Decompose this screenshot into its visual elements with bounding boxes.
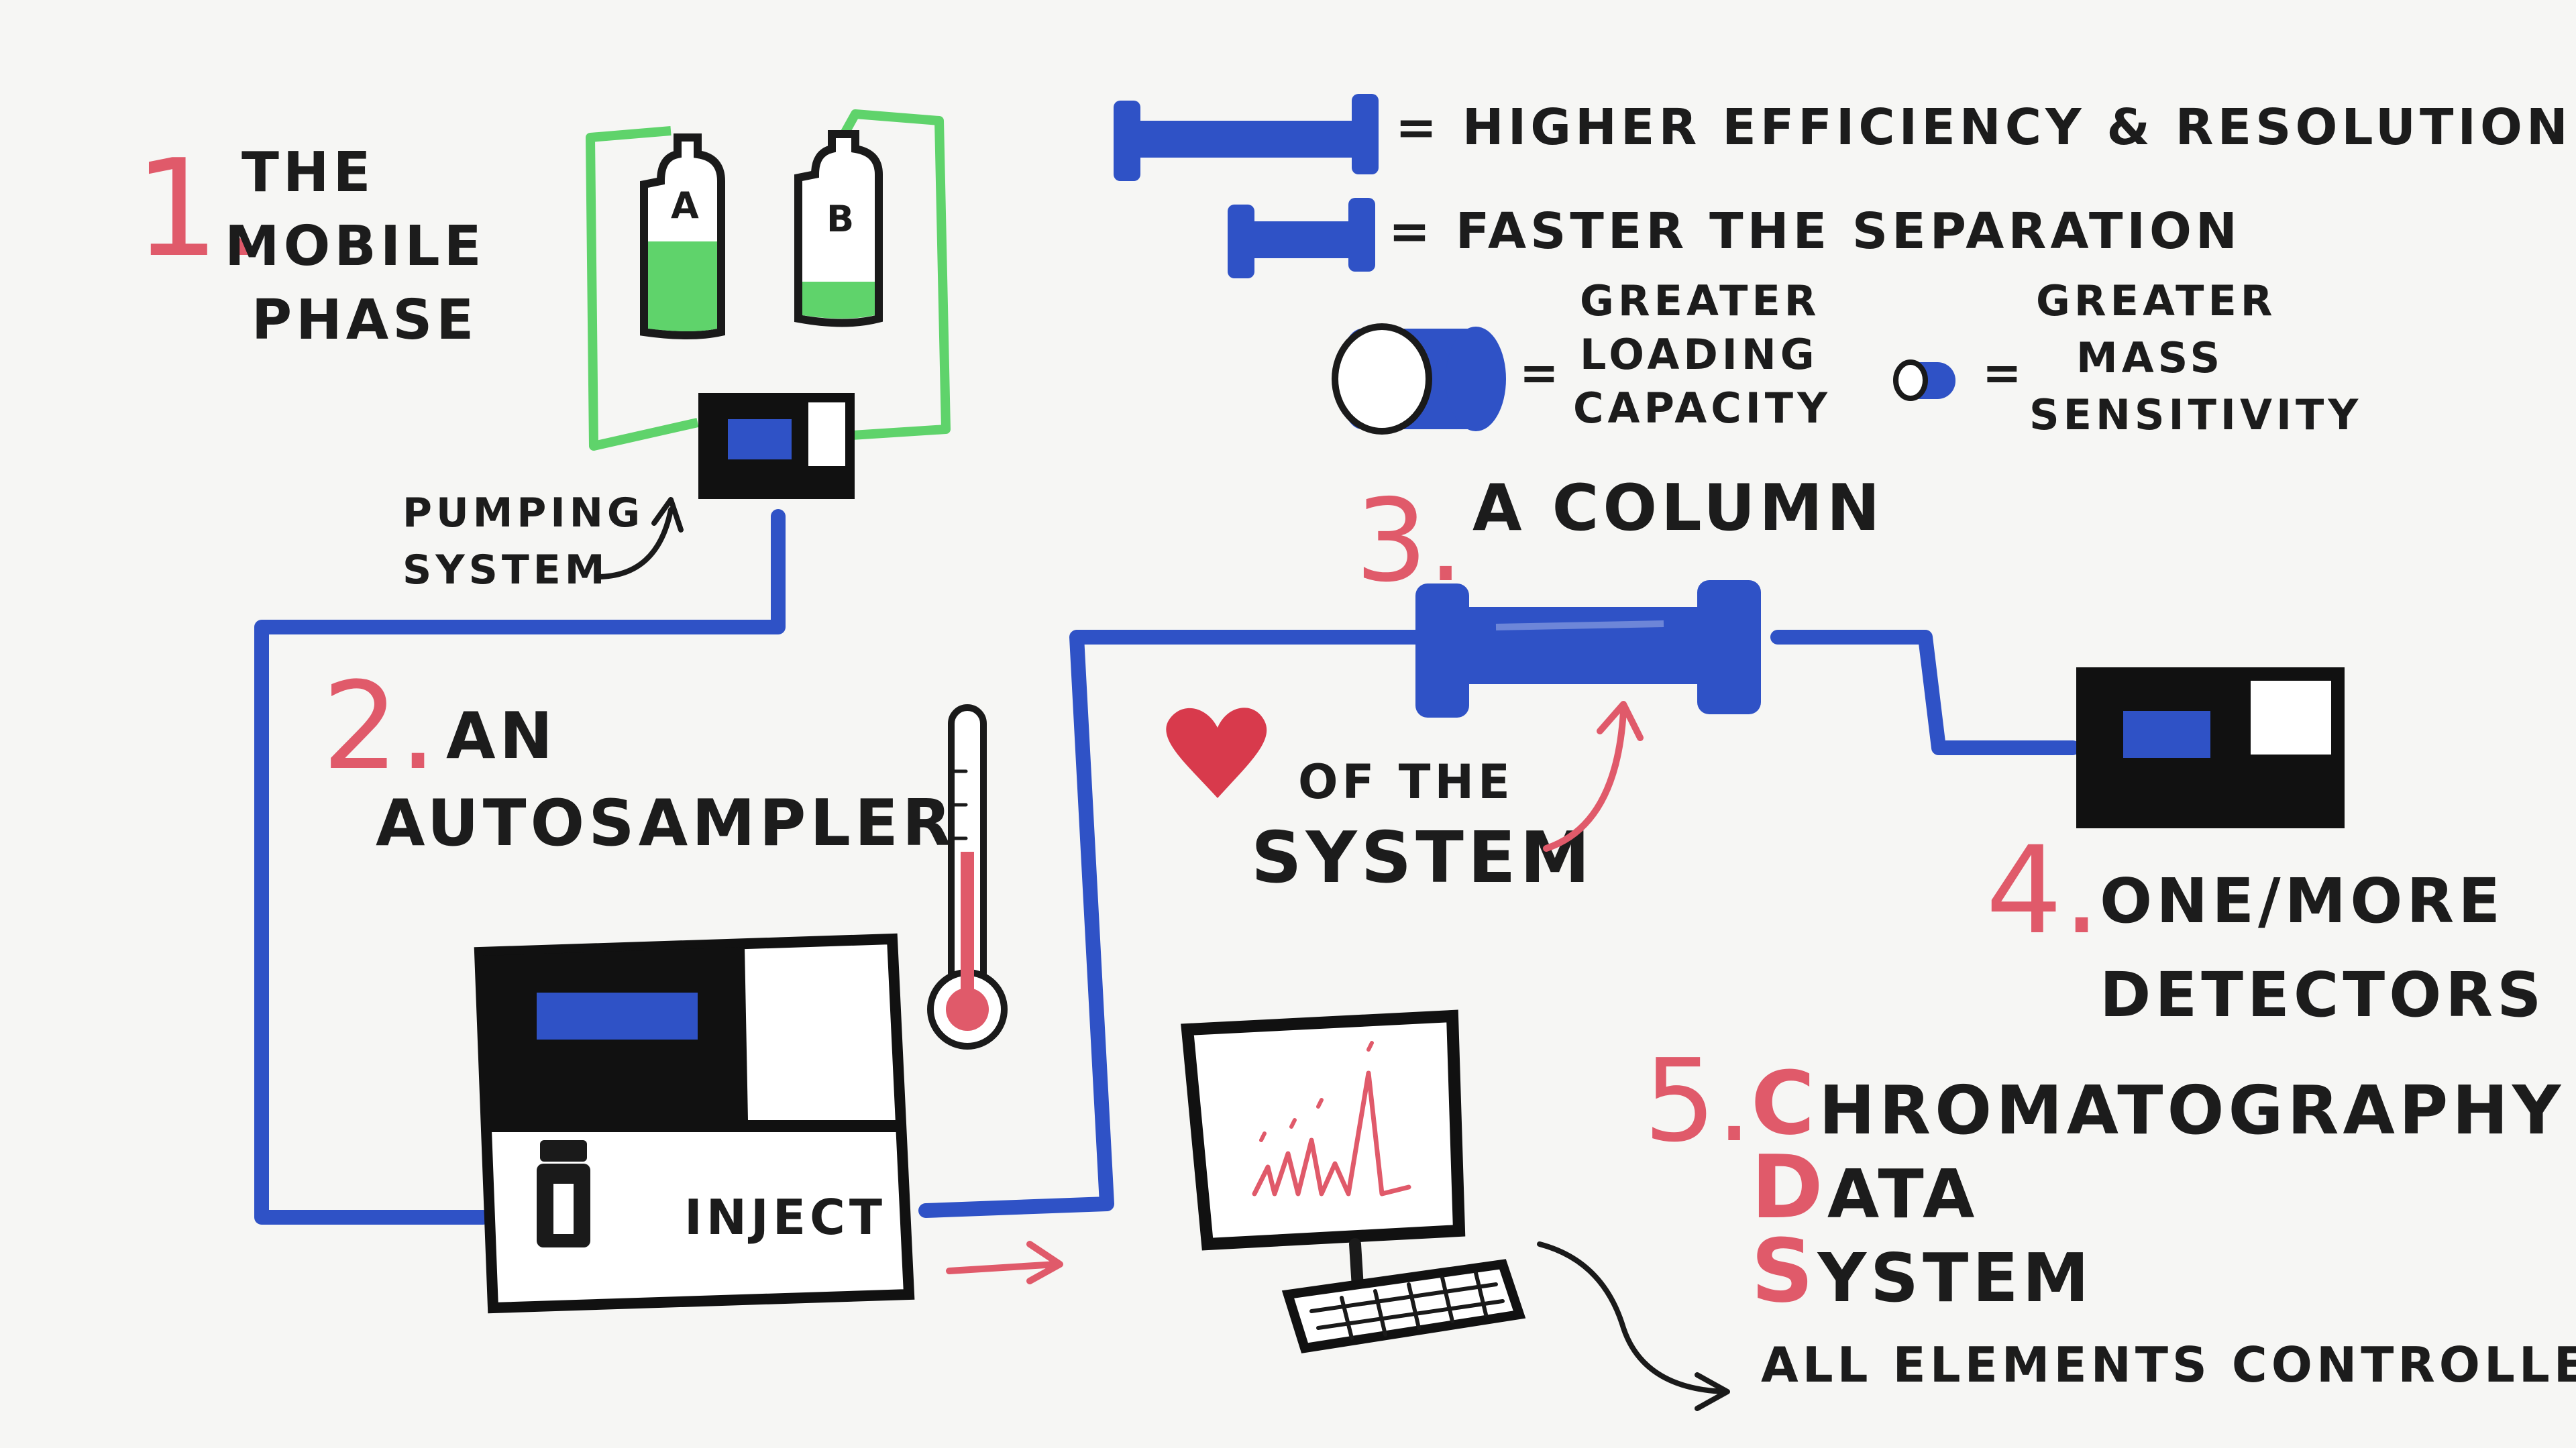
solvent-bottle-b: B bbox=[794, 130, 883, 327]
chromatogram-trace bbox=[1252, 1070, 1411, 1196]
long-column-icon bbox=[1114, 94, 1379, 181]
control-pointer-arrow bbox=[1537, 1241, 1730, 1411]
cds-initial-c: C bbox=[1751, 1052, 1819, 1154]
step-column: 3. A COLUMN bbox=[1355, 471, 1884, 608]
mobile-phase-line-2: MOBILE bbox=[225, 215, 486, 278]
legend-short-column: = FASTER THE SEPARATION bbox=[1389, 203, 2241, 260]
pump-unit bbox=[698, 393, 855, 499]
pumping-system-line-1: PUMPING bbox=[402, 490, 644, 537]
heart-icon bbox=[1166, 708, 1267, 798]
bottle-a-label: A bbox=[671, 184, 703, 227]
detectors-line-2: DETECTORS bbox=[2100, 959, 2545, 1031]
inject-flow-arrow bbox=[946, 1241, 1063, 1284]
legend-long-column: = HIGHER EFFICIENCY & RESOLUTION bbox=[1395, 99, 2572, 156]
cds-rest-chromatography: HROMATOGRAPHY bbox=[1819, 1071, 2565, 1150]
cds-initial-s: S bbox=[1751, 1220, 1818, 1322]
hplc-column bbox=[1415, 580, 1761, 718]
cds-line-chromatography: CHROMATOGRAPHY bbox=[1751, 1052, 2565, 1154]
legend-wide-line-1: GREATER bbox=[1580, 276, 1821, 325]
step-number-1: 1. bbox=[134, 131, 262, 287]
detector-unit bbox=[2076, 667, 2345, 828]
flow-tubing bbox=[254, 509, 2080, 1225]
heart-pointer-arrow bbox=[1543, 701, 1644, 852]
cds-line-system: SYSTEM bbox=[1751, 1220, 2093, 1322]
bottle-b-label: B bbox=[826, 198, 858, 240]
step-mobile-phase: 1. THE MOBILE PHASE bbox=[134, 131, 486, 352]
legend-narrow-equals: = bbox=[1982, 345, 2026, 400]
step-number-2: 2. bbox=[322, 657, 437, 797]
legend-wide-equals: = bbox=[1519, 345, 1563, 400]
autosampler-line-2: AUTOSAMPLER bbox=[376, 787, 955, 860]
inject-label: INJECT bbox=[684, 1189, 886, 1245]
legend-wide-line-3: CAPACITY bbox=[1573, 384, 1831, 433]
computer-monitor bbox=[1181, 1009, 1466, 1304]
cds-rest-system: YSTEM bbox=[1817, 1239, 2093, 1317]
solvent-tubing bbox=[586, 109, 951, 451]
mobile-phase-line-3: PHASE bbox=[252, 288, 478, 352]
autosampler-unit: INJECT bbox=[474, 933, 915, 1314]
cds-rest-data: ATA bbox=[1827, 1155, 1978, 1233]
column-label: A COLUMN bbox=[1472, 471, 1884, 545]
step-autosampler: 2. AN AUTOSAMPLER bbox=[322, 657, 955, 860]
solvent-bottle-a: A bbox=[640, 133, 725, 339]
step-detectors: 4. ONE/MORE DETECTORS bbox=[1986, 821, 2545, 1031]
cds-line-data: DATA bbox=[1751, 1136, 1978, 1238]
narrow-column-icon bbox=[1893, 359, 1955, 401]
legend-narrow-line-2: MASS bbox=[2076, 333, 2224, 382]
sample-vial-icon bbox=[537, 1140, 590, 1247]
cds-initial-d: D bbox=[1751, 1136, 1827, 1238]
short-column-icon bbox=[1228, 198, 1375, 278]
autosampler-line-1: AN bbox=[446, 700, 557, 773]
pump-pointer-arrow bbox=[594, 497, 684, 579]
thermometer-icon bbox=[927, 704, 1008, 1050]
legend-narrow-line-1: GREATER bbox=[2036, 276, 2277, 325]
step-number-5: 5. bbox=[1644, 1035, 1752, 1168]
pumping-system-line-2: SYSTEM bbox=[402, 547, 609, 594]
wide-column-icon bbox=[1332, 323, 1506, 435]
legend-narrow-line-3: SENSITIVITY bbox=[2029, 390, 2362, 439]
keyboard-icon bbox=[1281, 1259, 1526, 1353]
step-number-4: 4. bbox=[1986, 821, 2101, 961]
heart-caption-line-1: OF THE bbox=[1298, 755, 1514, 810]
detectors-line-1: ONE/MORE bbox=[2100, 865, 2504, 937]
heart-caption-line-2: SYSTEM bbox=[1251, 817, 1594, 899]
step-cds: 5. CHROMATOGRAPHY DATA SYSTEM bbox=[1644, 1035, 2565, 1322]
control-caption: ALL ELEMENTS CONTROLLED bbox=[1761, 1337, 2576, 1393]
legend-wide-line-2: LOADING bbox=[1580, 330, 1819, 379]
mobile-phase-line-1: THE bbox=[241, 141, 375, 205]
